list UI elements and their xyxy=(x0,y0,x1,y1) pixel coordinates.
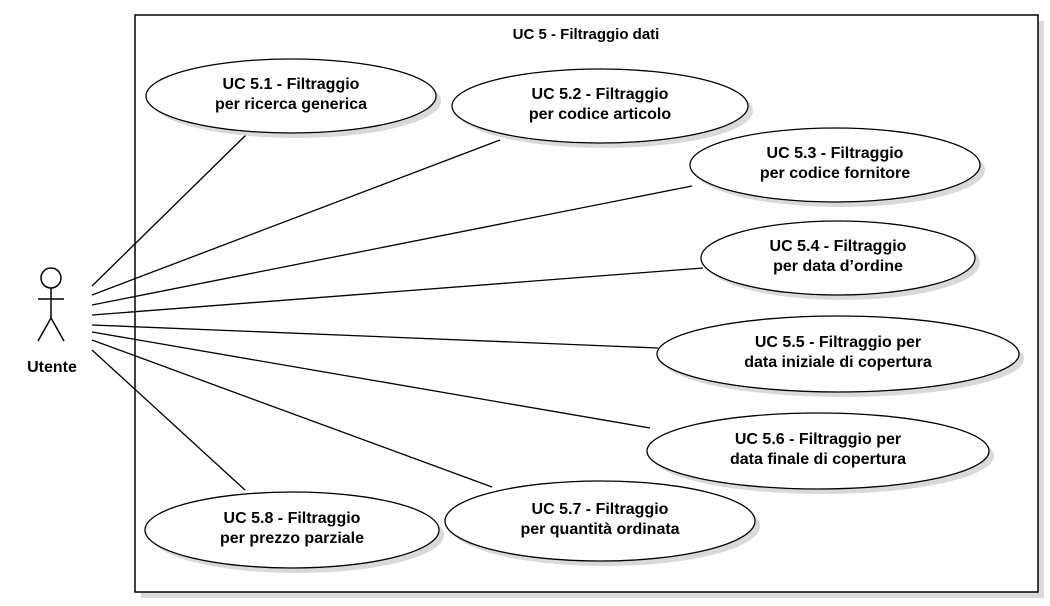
actor-figure-icon xyxy=(37,267,65,342)
use-case-title: UC 5.1 - Filtraggio xyxy=(223,76,360,93)
use-case-subtitle: data finale di copertura xyxy=(730,451,906,468)
use-case-subtitle: per codice articolo xyxy=(529,106,671,123)
actor-label: Utente xyxy=(27,359,77,376)
use-case-title: UC 5.7 - Filtraggio xyxy=(532,501,669,518)
use-case-title: UC 5.4 - Filtraggio xyxy=(770,238,907,255)
use-case-ellipse xyxy=(656,315,1020,393)
use-case-ellipse xyxy=(700,220,976,296)
use-case-uc-5-4: UC 5.4 - Filtraggio per data d’ordine xyxy=(700,220,980,300)
association-uc-5-5 xyxy=(91,324,659,349)
use-case-uc-5-7: UC 5.7 - Filtraggio per quantità ordinat… xyxy=(444,480,760,566)
use-case-subtitle: per quantità ordinata xyxy=(520,521,679,538)
association-uc-5-7 xyxy=(91,339,493,488)
actor-head xyxy=(40,267,62,289)
use-case-subtitle: per codice fornitore xyxy=(760,165,910,182)
actor-left-leg xyxy=(37,317,52,342)
actor-right-leg xyxy=(50,317,65,342)
use-case-title: UC 5.2 - Filtraggio xyxy=(532,86,669,103)
use-case-ellipse xyxy=(451,68,749,144)
use-case-title: UC 5.8 - Filtraggio xyxy=(224,510,361,527)
association-uc-5-3 xyxy=(91,185,693,306)
use-case-subtitle: per data d’ordine xyxy=(773,258,903,275)
use-case-subtitle: per prezzo parziale xyxy=(220,530,364,547)
use-case-uc-5-8: UC 5.8 - Filtraggio per prezzo parziale xyxy=(144,491,444,573)
use-case-title: UC 5.6 - Filtraggio per xyxy=(735,431,901,448)
use-case-uc-5-1: UC 5.1 - Filtraggio per ricerca generica xyxy=(145,58,441,138)
association-uc-5-2 xyxy=(91,139,501,296)
use-case-uc-5-2: UC 5.2 - Filtraggio per codice articolo xyxy=(451,68,753,148)
use-case-subtitle: data iniziale di copertura xyxy=(744,354,932,371)
use-case-subtitle: per ricerca generica xyxy=(215,96,367,113)
use-case-ellipse xyxy=(444,480,756,562)
use-case-title: UC 5.5 - Filtraggio per xyxy=(755,334,921,351)
associations xyxy=(91,129,704,491)
association-uc-5-6 xyxy=(91,331,651,429)
use-case-ellipse xyxy=(144,491,440,569)
use-case-ellipse xyxy=(646,412,990,490)
association-uc-5-1 xyxy=(91,129,252,287)
use-case-ellipse xyxy=(689,127,981,203)
use-case-title: UC 5.3 - Filtraggio xyxy=(767,145,904,162)
use-case-uc-5-3: UC 5.3 - Filtraggio per codice fornitore xyxy=(689,127,985,207)
use-case-uc-5-6: UC 5.6 - Filtraggio per data finale di c… xyxy=(646,412,994,494)
association-uc-5-8 xyxy=(91,349,246,491)
system-title: UC 5 - Filtraggio dati xyxy=(513,26,660,43)
use-case-ellipse xyxy=(145,58,437,134)
use-case-uc-5-5: UC 5.5 - Filtraggio per data iniziale di… xyxy=(656,315,1024,397)
association-uc-5-4 xyxy=(91,267,704,316)
